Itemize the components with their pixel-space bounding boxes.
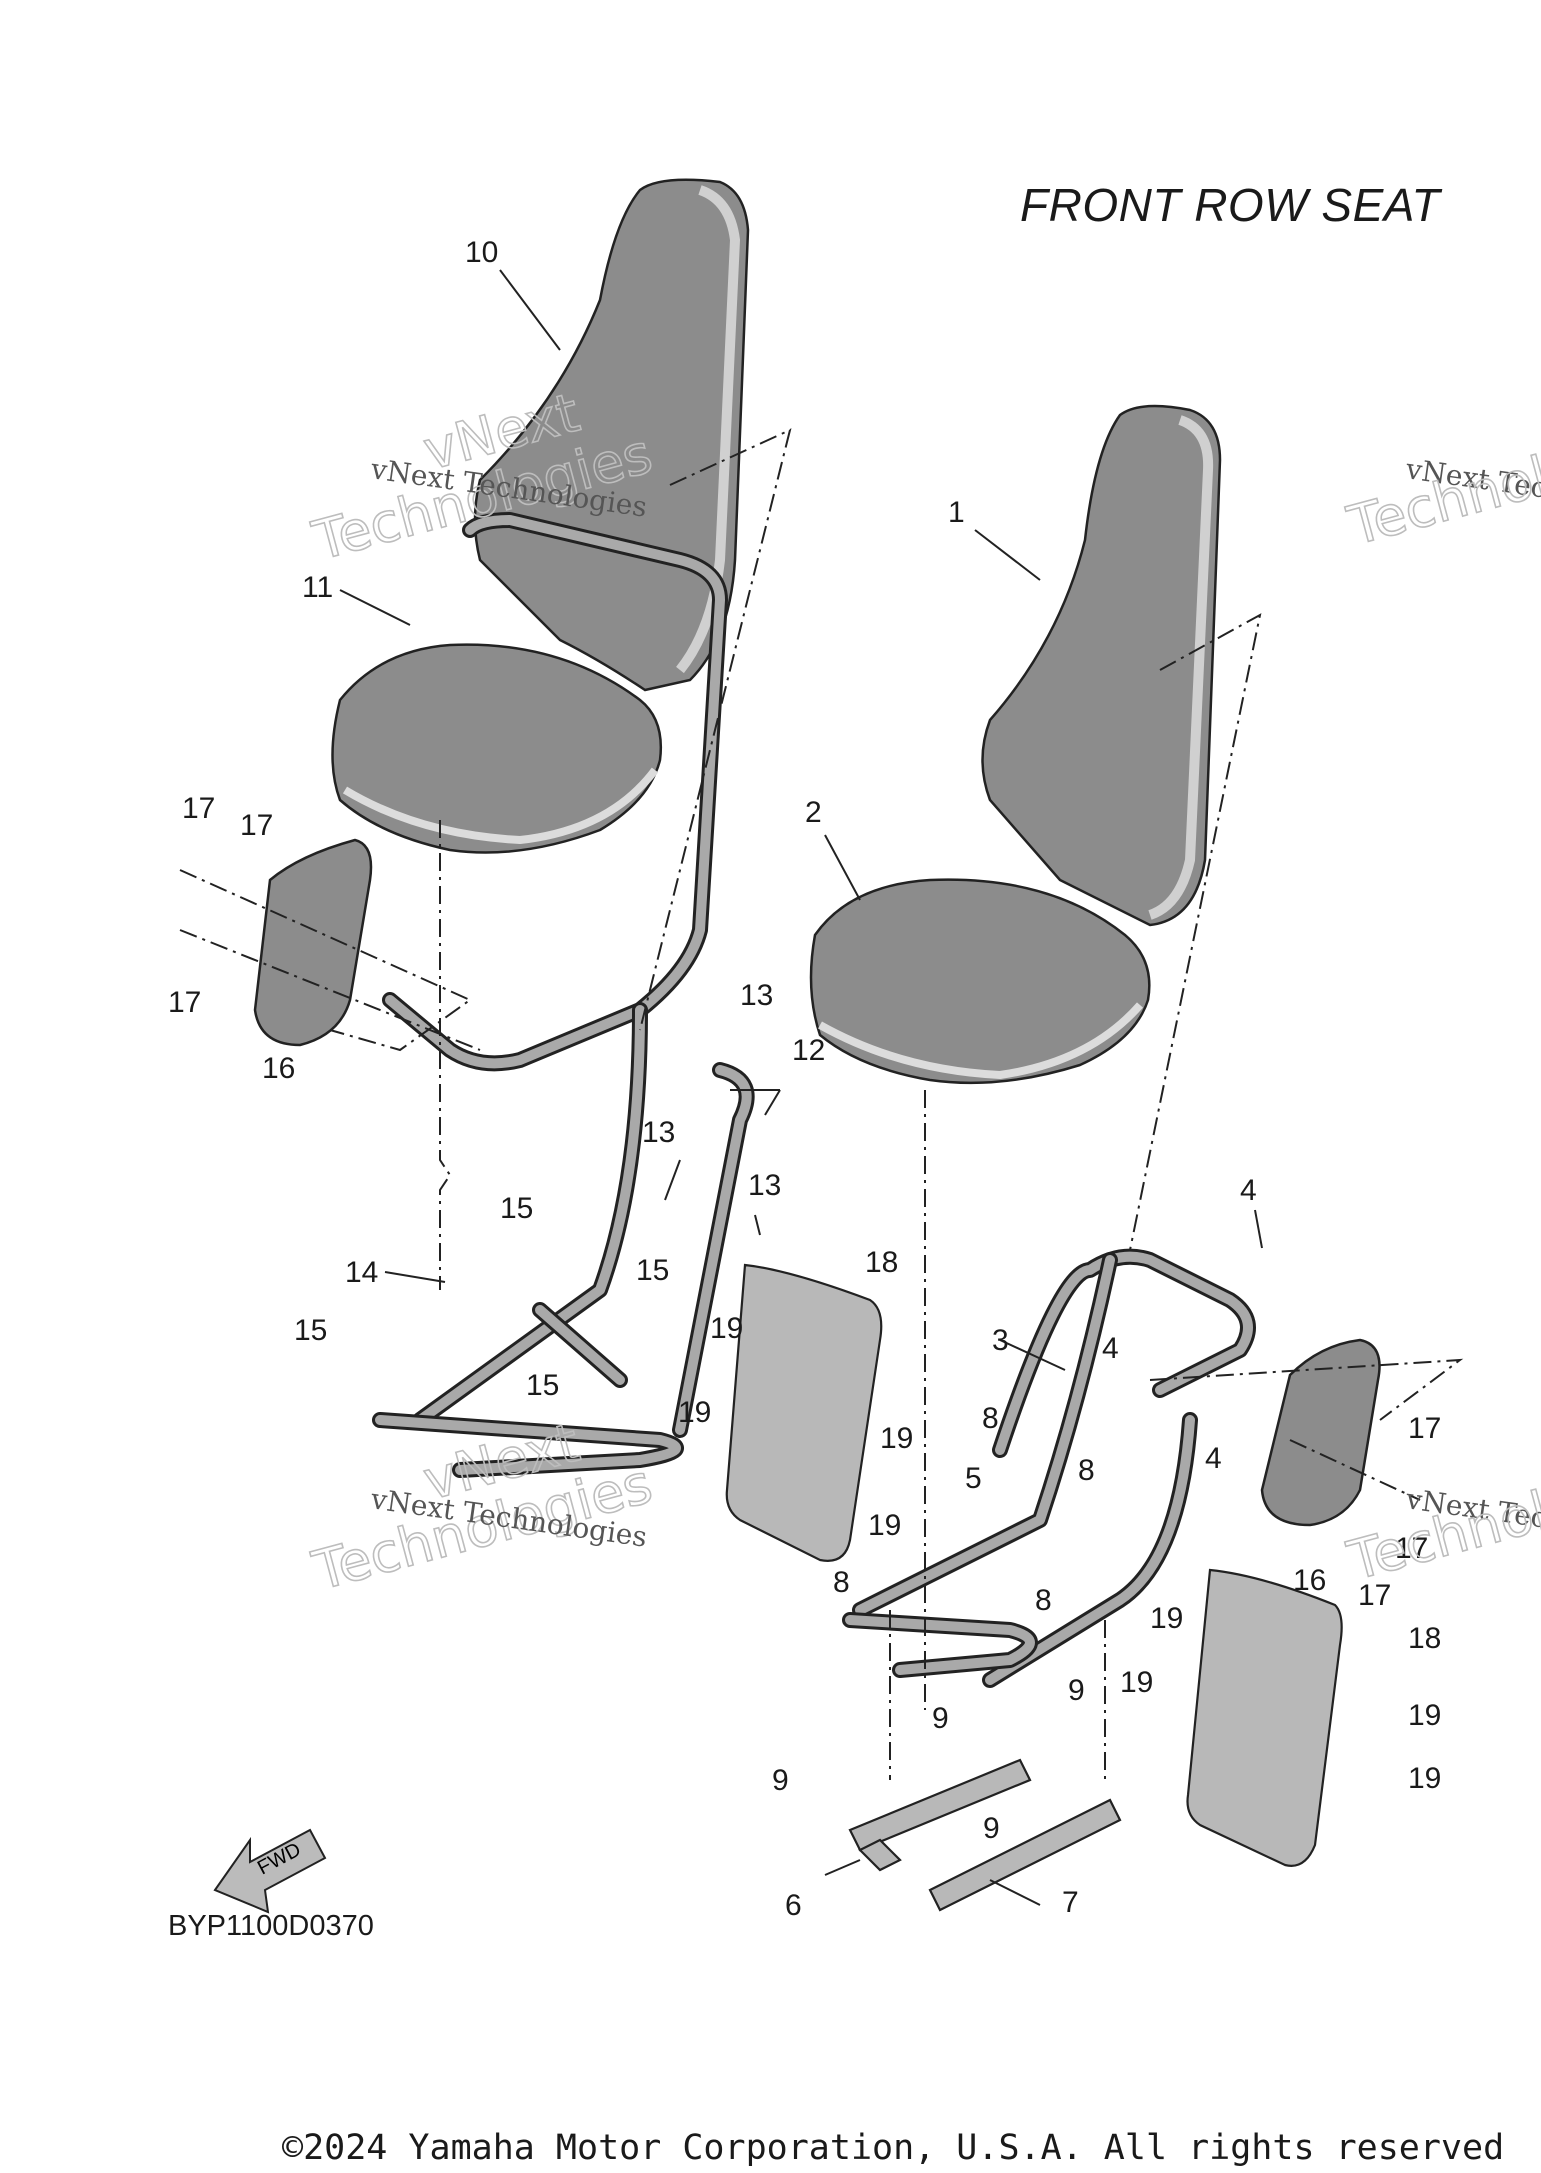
slide-rail-right[interactable] <box>928 1798 1122 1912</box>
callout-8[interactable]: 8 <box>833 1566 850 1599</box>
leader-lines <box>339 269 1263 1906</box>
callout-9[interactable]: 9 <box>772 1764 789 1797</box>
callout-3[interactable]: 3 <box>992 1324 1009 1357</box>
left-side-cover[interactable] <box>253 838 373 1047</box>
callout-17[interactable]: 17 <box>182 792 215 825</box>
callout-19[interactable]: 19 <box>710 1312 743 1345</box>
callout-17[interactable]: 17 <box>240 809 273 842</box>
callout-19[interactable]: 19 <box>1408 1762 1441 1795</box>
callout-numbers: 10 11 1 2 17 17 17 16 13 12 13 13 15 15 … <box>168 236 1441 1922</box>
diagram-title: FRONT ROW SEAT <box>1020 179 1441 231</box>
callout-4[interactable]: 4 <box>1102 1332 1119 1365</box>
callout-17[interactable]: 17 <box>168 986 201 1019</box>
fwd-arrow-icon: FWD <box>213 1828 327 1914</box>
callout-15[interactable]: 15 <box>526 1369 559 1402</box>
callout-11[interactable]: 11 <box>302 571 333 604</box>
callout-8[interactable]: 8 <box>1078 1454 1095 1487</box>
callout-13[interactable]: 13 <box>642 1116 675 1149</box>
callout-13[interactable]: 13 <box>740 979 773 1012</box>
callout-19[interactable]: 19 <box>1150 1602 1183 1635</box>
callout-9[interactable]: 9 <box>1068 1674 1085 1707</box>
callout-8[interactable]: 8 <box>982 1402 999 1435</box>
callout-19[interactable]: 19 <box>1408 1699 1441 1732</box>
callout-19[interactable]: 19 <box>868 1509 901 1542</box>
diagram-code: BYP1100D0370 <box>168 1910 374 1942</box>
right-back-panel[interactable] <box>1186 1568 1343 1867</box>
callout-12[interactable]: 12 <box>792 1034 825 1067</box>
watermark-outline-right-bottom: Technologies <box>1341 1442 1541 1593</box>
slide-rail-left[interactable] <box>848 1758 1032 1872</box>
callout-2[interactable]: 2 <box>805 796 822 829</box>
callout-1[interactable]: 1 <box>948 496 965 529</box>
callout-19[interactable]: 19 <box>1120 1666 1153 1699</box>
right-seat-cushion[interactable] <box>809 878 1151 1085</box>
callout-17[interactable]: 17 <box>1408 1412 1441 1445</box>
callout-16[interactable]: 16 <box>262 1052 295 1085</box>
callout-10[interactable]: 10 <box>465 236 498 269</box>
callout-18[interactable]: 18 <box>865 1246 898 1279</box>
callout-19[interactable]: 19 <box>678 1396 711 1429</box>
right-seat-backrest[interactable] <box>981 404 1222 927</box>
copyright-notice: ©2024 Yamaha Motor Corporation, U.S.A. A… <box>282 2128 1505 2168</box>
watermark-outline-right-top: Technologies <box>1341 407 1541 558</box>
callout-4[interactable]: 4 <box>1240 1174 1257 1207</box>
callout-18[interactable]: 18 <box>1408 1622 1441 1655</box>
callout-15[interactable]: 15 <box>636 1254 669 1287</box>
callout-15[interactable]: 15 <box>294 1314 327 1347</box>
callout-5[interactable]: 5 <box>965 1462 982 1495</box>
left-back-panel[interactable] <box>725 1263 883 1562</box>
left-seat-cushion[interactable] <box>331 643 662 854</box>
left-seat-frame[interactable] <box>372 512 755 1478</box>
callout-15[interactable]: 15 <box>500 1192 533 1225</box>
callout-9[interactable]: 9 <box>983 1812 1000 1845</box>
callout-9[interactable]: 9 <box>932 1702 949 1735</box>
right-seat-frame[interactable] <box>842 1248 1256 1688</box>
callout-19[interactable]: 19 <box>880 1422 913 1455</box>
assembly-lines <box>179 428 1464 1780</box>
callout-13[interactable]: 13 <box>748 1169 781 1202</box>
callout-17[interactable]: 17 <box>1358 1579 1391 1612</box>
right-side-cover[interactable] <box>1260 1338 1381 1527</box>
callout-14[interactable]: 14 <box>345 1256 378 1289</box>
callout-17[interactable]: 17 <box>1395 1532 1428 1565</box>
callout-4[interactable]: 4 <box>1205 1442 1222 1475</box>
callout-7[interactable]: 7 <box>1062 1886 1079 1919</box>
callout-6[interactable]: 6 <box>785 1889 802 1922</box>
callout-16[interactable]: 16 <box>1293 1564 1326 1597</box>
callout-8[interactable]: 8 <box>1035 1584 1052 1617</box>
